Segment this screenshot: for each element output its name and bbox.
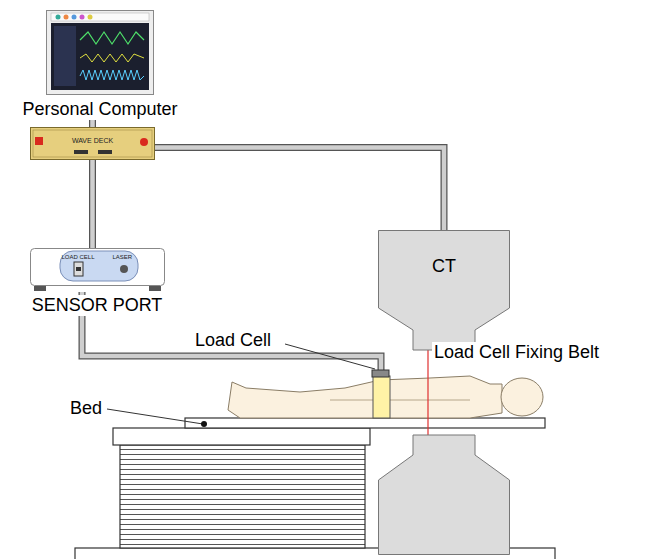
device-label: SENSOR PORT: [30, 295, 165, 316]
drawing-part: [379, 435, 510, 555]
drawing-part: [501, 378, 543, 416]
drawing-part: [72, 15, 77, 20]
port-label: LASER: [113, 254, 133, 261]
drawing-part: [113, 428, 370, 445]
sensor-port-box: [30, 248, 165, 292]
part-label: Load Cell: [193, 330, 273, 351]
port-label: LOAD CELL: [62, 254, 95, 261]
leader-dot: [201, 421, 207, 427]
ct-label: CT: [378, 256, 510, 277]
scan-plane: [427, 350, 428, 436]
leader-line: [285, 344, 375, 369]
drawing-part: [54, 26, 76, 86]
part-label: Bed: [68, 398, 104, 419]
drawing-part: [80, 70, 144, 80]
drawing-part: [51, 23, 149, 90]
sensor-port: LOAD CELL LASER SENSOR PORT: [29, 248, 166, 316]
drawing-part: [56, 15, 61, 20]
drawing-part: [34, 286, 46, 291]
drawing-part: [379, 231, 510, 351]
device-name: WAVE DECK: [30, 137, 155, 145]
drawing-part: [149, 286, 161, 291]
drawing-part: [76, 267, 81, 271]
cable-stroke: [90, 120, 95, 127]
drawing-part: [35, 137, 43, 145]
cable-stroke: [155, 148, 444, 231]
drawing-part: [98, 150, 112, 154]
drawing-part: [47, 11, 154, 95]
drawing-part: [228, 376, 502, 418]
drawing-part: [74, 262, 83, 276]
drawing-part: [74, 150, 88, 154]
drawing-part: [60, 251, 138, 281]
drawing-part: [80, 32, 144, 44]
part-label: Load Cell Fixing Belt: [432, 342, 601, 363]
cable-stroke: [89, 120, 96, 127]
ct-gantry-shape: [378, 230, 510, 555]
drawing-part: [88, 15, 93, 20]
monitor-icon: [46, 10, 154, 95]
drawing-part: [80, 54, 144, 62]
drawing-part: [372, 370, 389, 377]
drawing-part: [120, 265, 128, 273]
cable-connector: [155, 148, 444, 231]
device-label: Personal Computer: [20, 99, 179, 120]
drawing-part: [120, 445, 365, 548]
drawing-part: [330, 400, 470, 401]
computer-monitor: Personal Computer: [19, 10, 181, 120]
ct-gantry: CT: [378, 230, 510, 555]
cable-stroke: [89, 160, 96, 248]
cable-stroke: [155, 148, 444, 231]
cable-connector: [92, 160, 93, 248]
leader-line: [107, 409, 203, 424]
load-cell: [372, 370, 390, 418]
drawing-part: [31, 128, 155, 160]
drawing-part: [64, 15, 69, 20]
bed: [75, 418, 555, 559]
wave-deck: WAVE DECK: [30, 127, 155, 160]
drawing-part: [185, 418, 545, 428]
drawing-part: [140, 138, 148, 146]
cable-stroke: [90, 160, 95, 248]
patient: [228, 376, 543, 418]
drawing-part: [30, 249, 164, 286]
drawing-part: [80, 15, 85, 20]
drawing-part: [51, 13, 149, 21]
drawing-part: [373, 376, 390, 418]
cable-connector: [92, 120, 93, 127]
